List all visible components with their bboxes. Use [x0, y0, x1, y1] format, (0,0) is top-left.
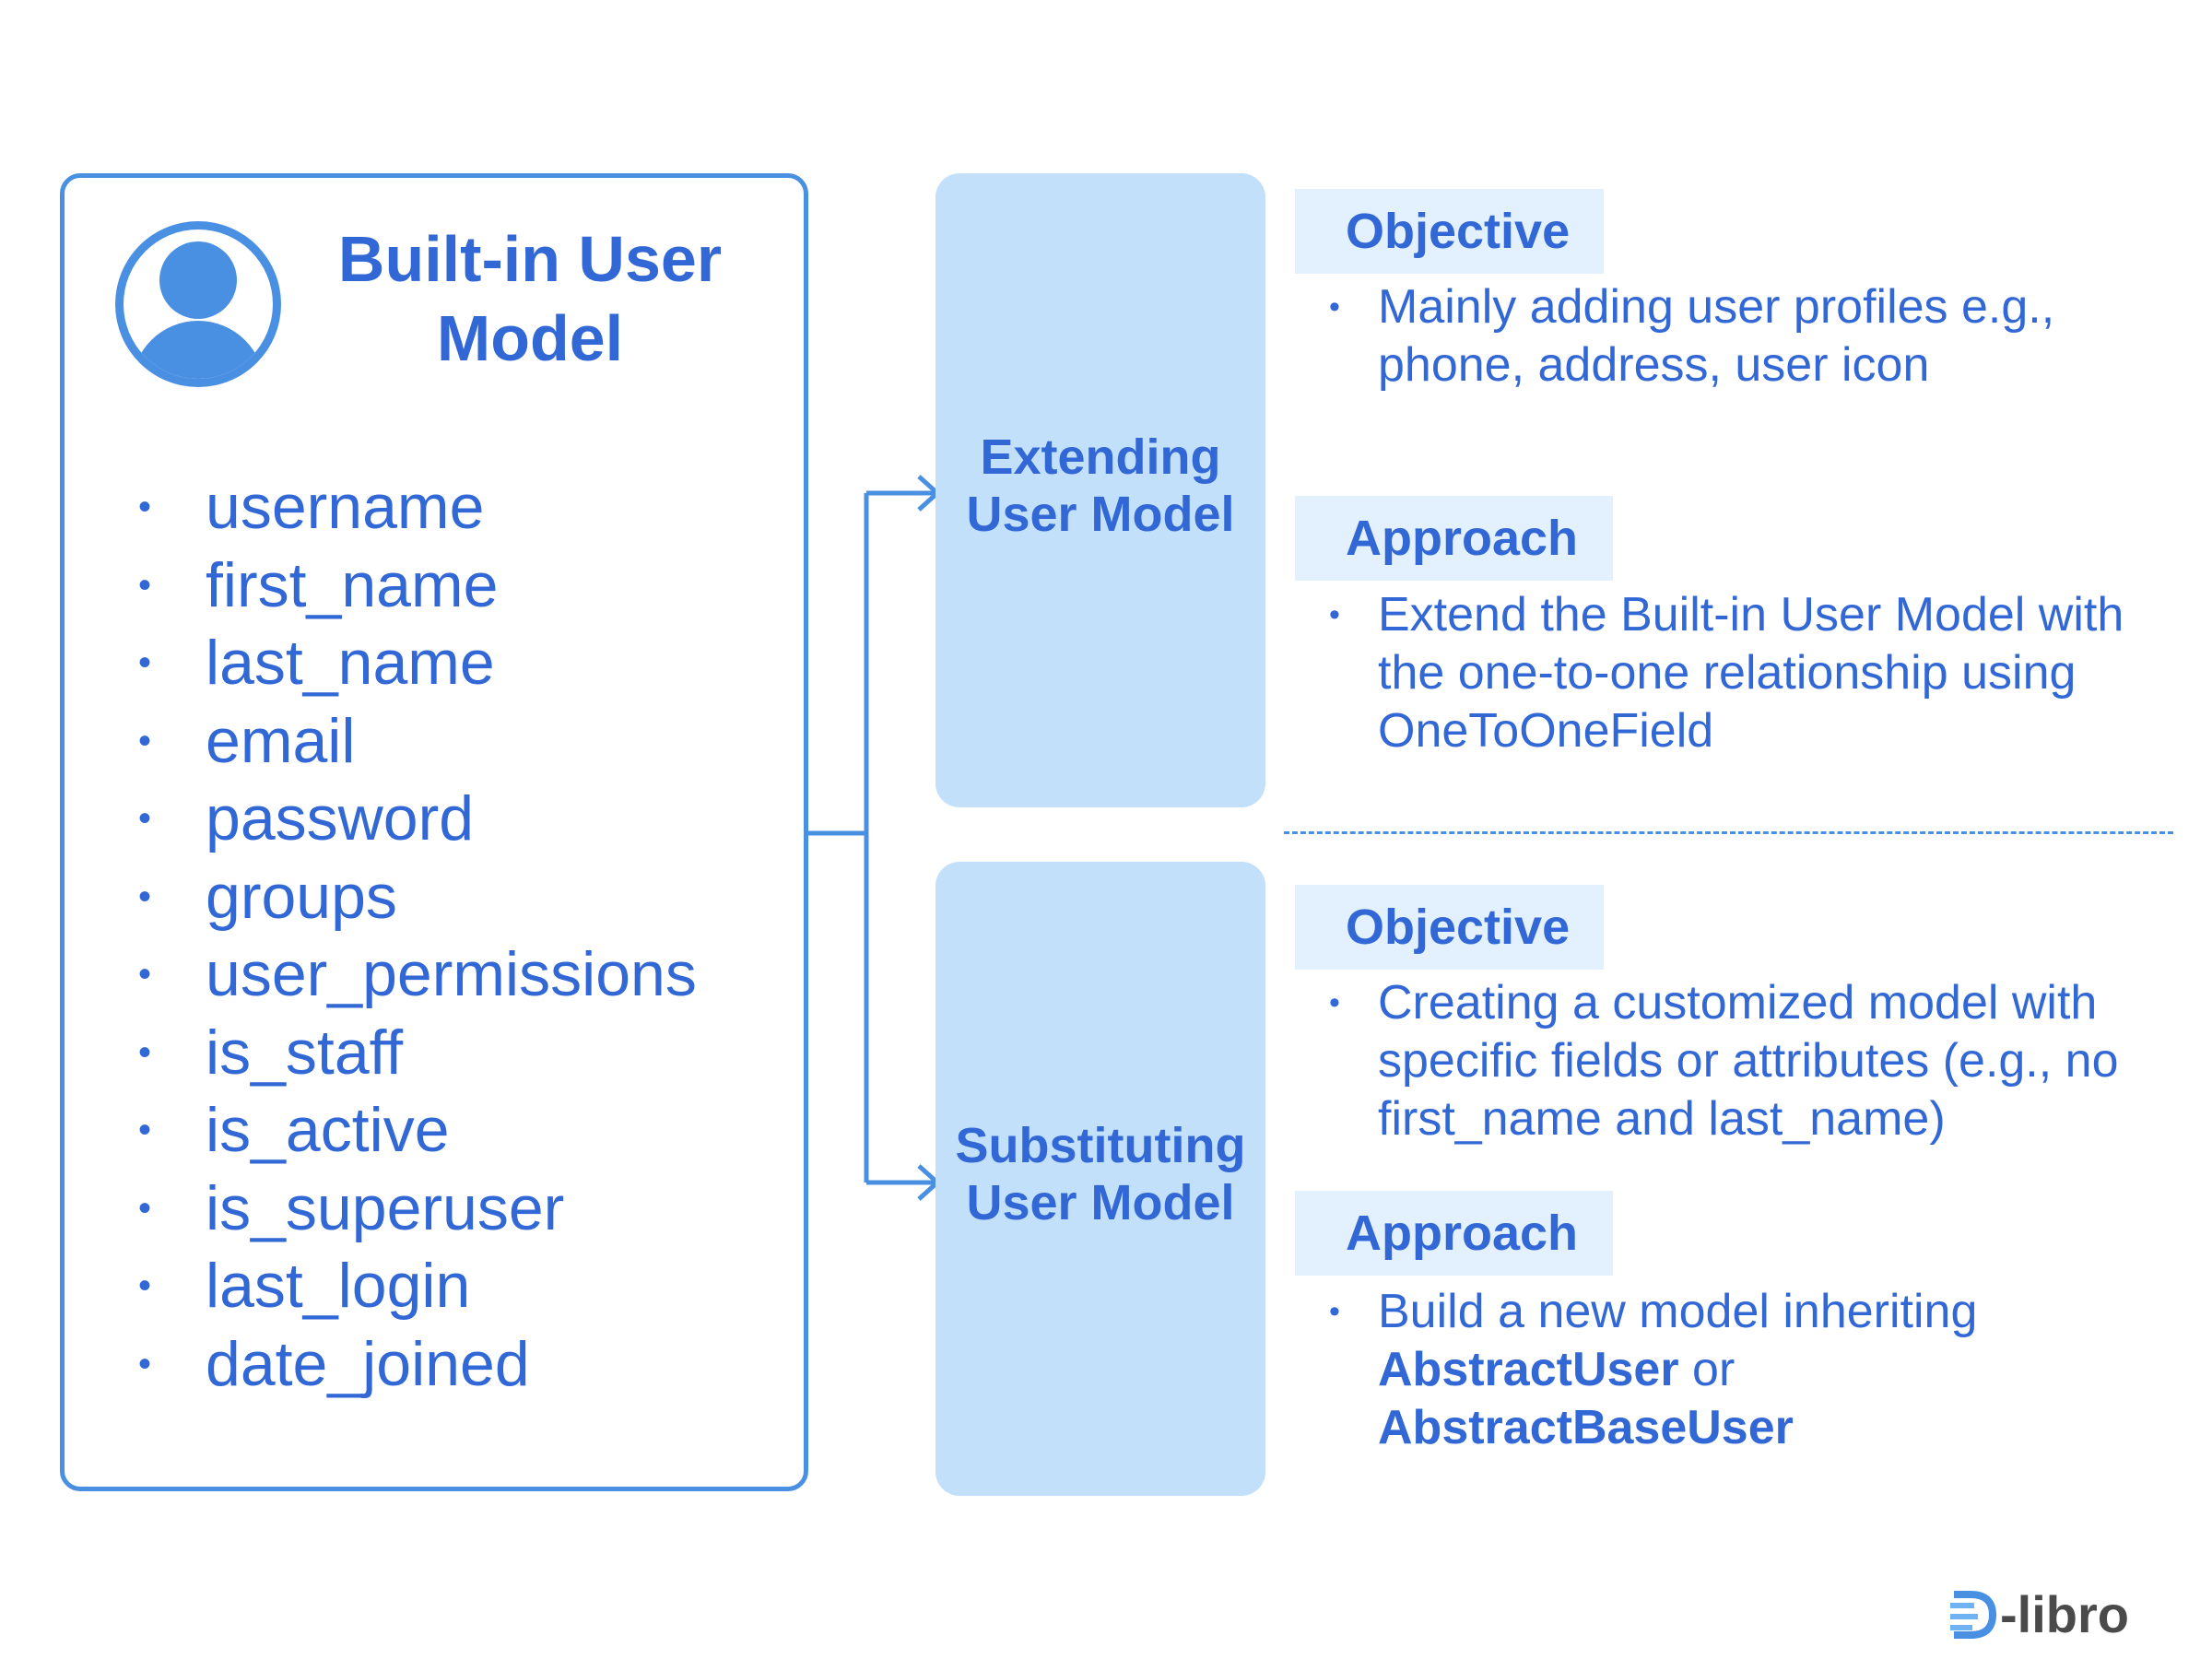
extending-label: Extending User Model	[966, 429, 1235, 542]
substituting-approach-tag: Approach	[1295, 1191, 1613, 1276]
list-item: •groups	[138, 861, 397, 932]
extending-objective-tag: Objective	[1295, 189, 1604, 274]
list-item: •date_joined	[138, 1328, 530, 1399]
field-name: groups	[206, 861, 397, 932]
list-item: •Creating a customized model with specif…	[1329, 976, 2119, 1146]
list-item: •is_active	[138, 1095, 450, 1165]
field-name: last_login	[206, 1251, 471, 1321]
substituting-objective-tag: Objective	[1295, 885, 1604, 970]
abstract-user-class: AbstractUser	[1378, 1343, 1679, 1396]
field-name: is_superuser	[206, 1172, 565, 1243]
extending-box	[935, 173, 1265, 807]
branch-connector	[808, 475, 941, 1201]
user-avatar-icon	[115, 221, 281, 387]
card-title: Built-in User Model	[337, 223, 723, 374]
extending-approach-tag: Approach	[1295, 496, 1613, 581]
field-name: is_staff	[206, 1017, 404, 1088]
substituting-objective-list: •Creating a customized model with specif…	[1329, 974, 2186, 1148]
list-item: •last_login	[138, 1251, 471, 1321]
d-libro-logo-icon	[1950, 1591, 1997, 1639]
list-item: •email	[138, 705, 356, 776]
list-item: •username	[138, 472, 485, 542]
list-item: •Extend the Built-in User Model with the…	[1329, 588, 2124, 758]
field-name: username	[206, 472, 485, 542]
field-name: email	[206, 705, 356, 776]
extending-approach-list: •Extend the Built-in User Model with the…	[1329, 586, 2140, 760]
abstract-base-user-class: AbstractBaseUser	[1378, 1401, 1794, 1454]
d-libro-logo: -libro	[1947, 1587, 2177, 1642]
field-name: first_name	[206, 549, 499, 620]
field-name: password	[206, 783, 475, 853]
list-item: •is_superuser	[138, 1172, 565, 1243]
field-name: last_name	[206, 628, 495, 698]
field-name: user_permissions	[206, 939, 697, 1009]
field-name: is_active	[206, 1095, 450, 1165]
list-item: •first_name	[138, 549, 499, 620]
list-item: •Mainly adding user profiles e.g., phone…	[1329, 280, 2055, 392]
substituting-box	[935, 862, 1265, 1496]
section-divider	[1284, 831, 2173, 834]
user-field-list: •username •first_name •last_name •email …	[138, 468, 697, 1403]
substituting-label: Substituting User Model	[955, 1118, 1246, 1230]
list-item: •is_staff	[138, 1017, 404, 1088]
d-libro-logo-text: -libro	[2000, 1585, 2129, 1643]
user-model-card	[60, 173, 808, 1491]
list-item: •last_name	[138, 628, 495, 698]
extending-objective-list: •Mainly adding user profiles e.g., phone…	[1329, 278, 2177, 394]
list-item: •password	[138, 783, 475, 853]
field-name: date_joined	[206, 1328, 530, 1399]
list-item: •user_permissions	[138, 939, 697, 1009]
